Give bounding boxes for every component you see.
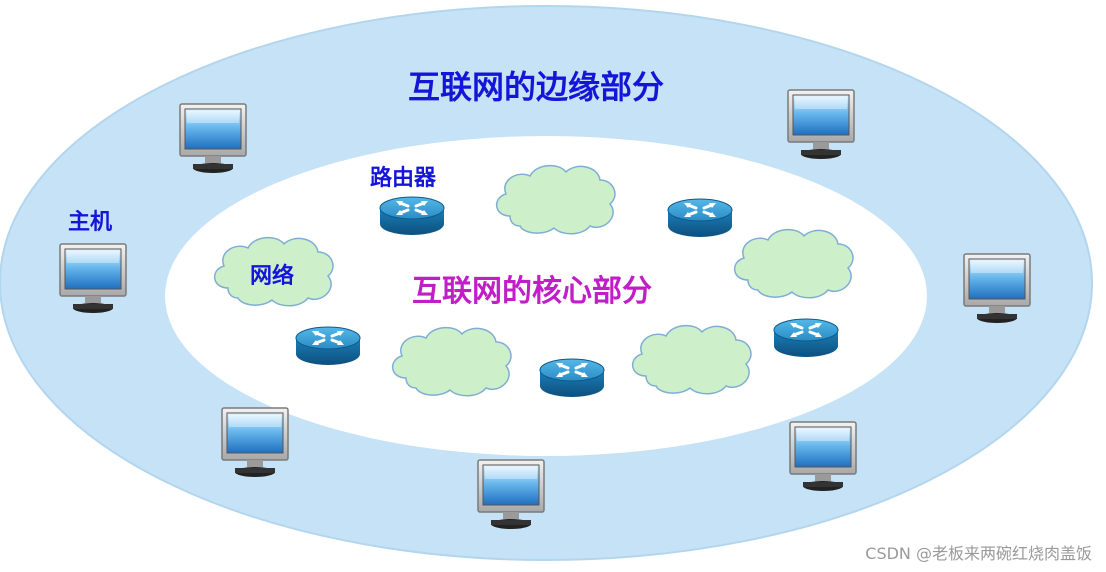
network-cloud-icon xyxy=(495,164,616,235)
router-icon xyxy=(378,195,446,237)
network-label: 网络 xyxy=(250,264,295,289)
router-icon xyxy=(538,357,606,399)
edge-title: 互联网的边缘部分 xyxy=(408,68,665,106)
watermark: CSDN @老板来两碗红烧肉盖饭 xyxy=(865,544,1092,563)
router-icon xyxy=(666,197,734,239)
router-icon xyxy=(772,317,840,359)
router-icon xyxy=(294,325,362,367)
core-title: 互联网的核心部分 xyxy=(412,274,652,309)
network-cloud-icon xyxy=(631,324,752,395)
router-label: 路由器 xyxy=(370,166,437,191)
network-cloud-icon xyxy=(733,228,854,299)
network-cloud-icon xyxy=(391,326,512,397)
host-label: 主机 xyxy=(68,210,113,235)
